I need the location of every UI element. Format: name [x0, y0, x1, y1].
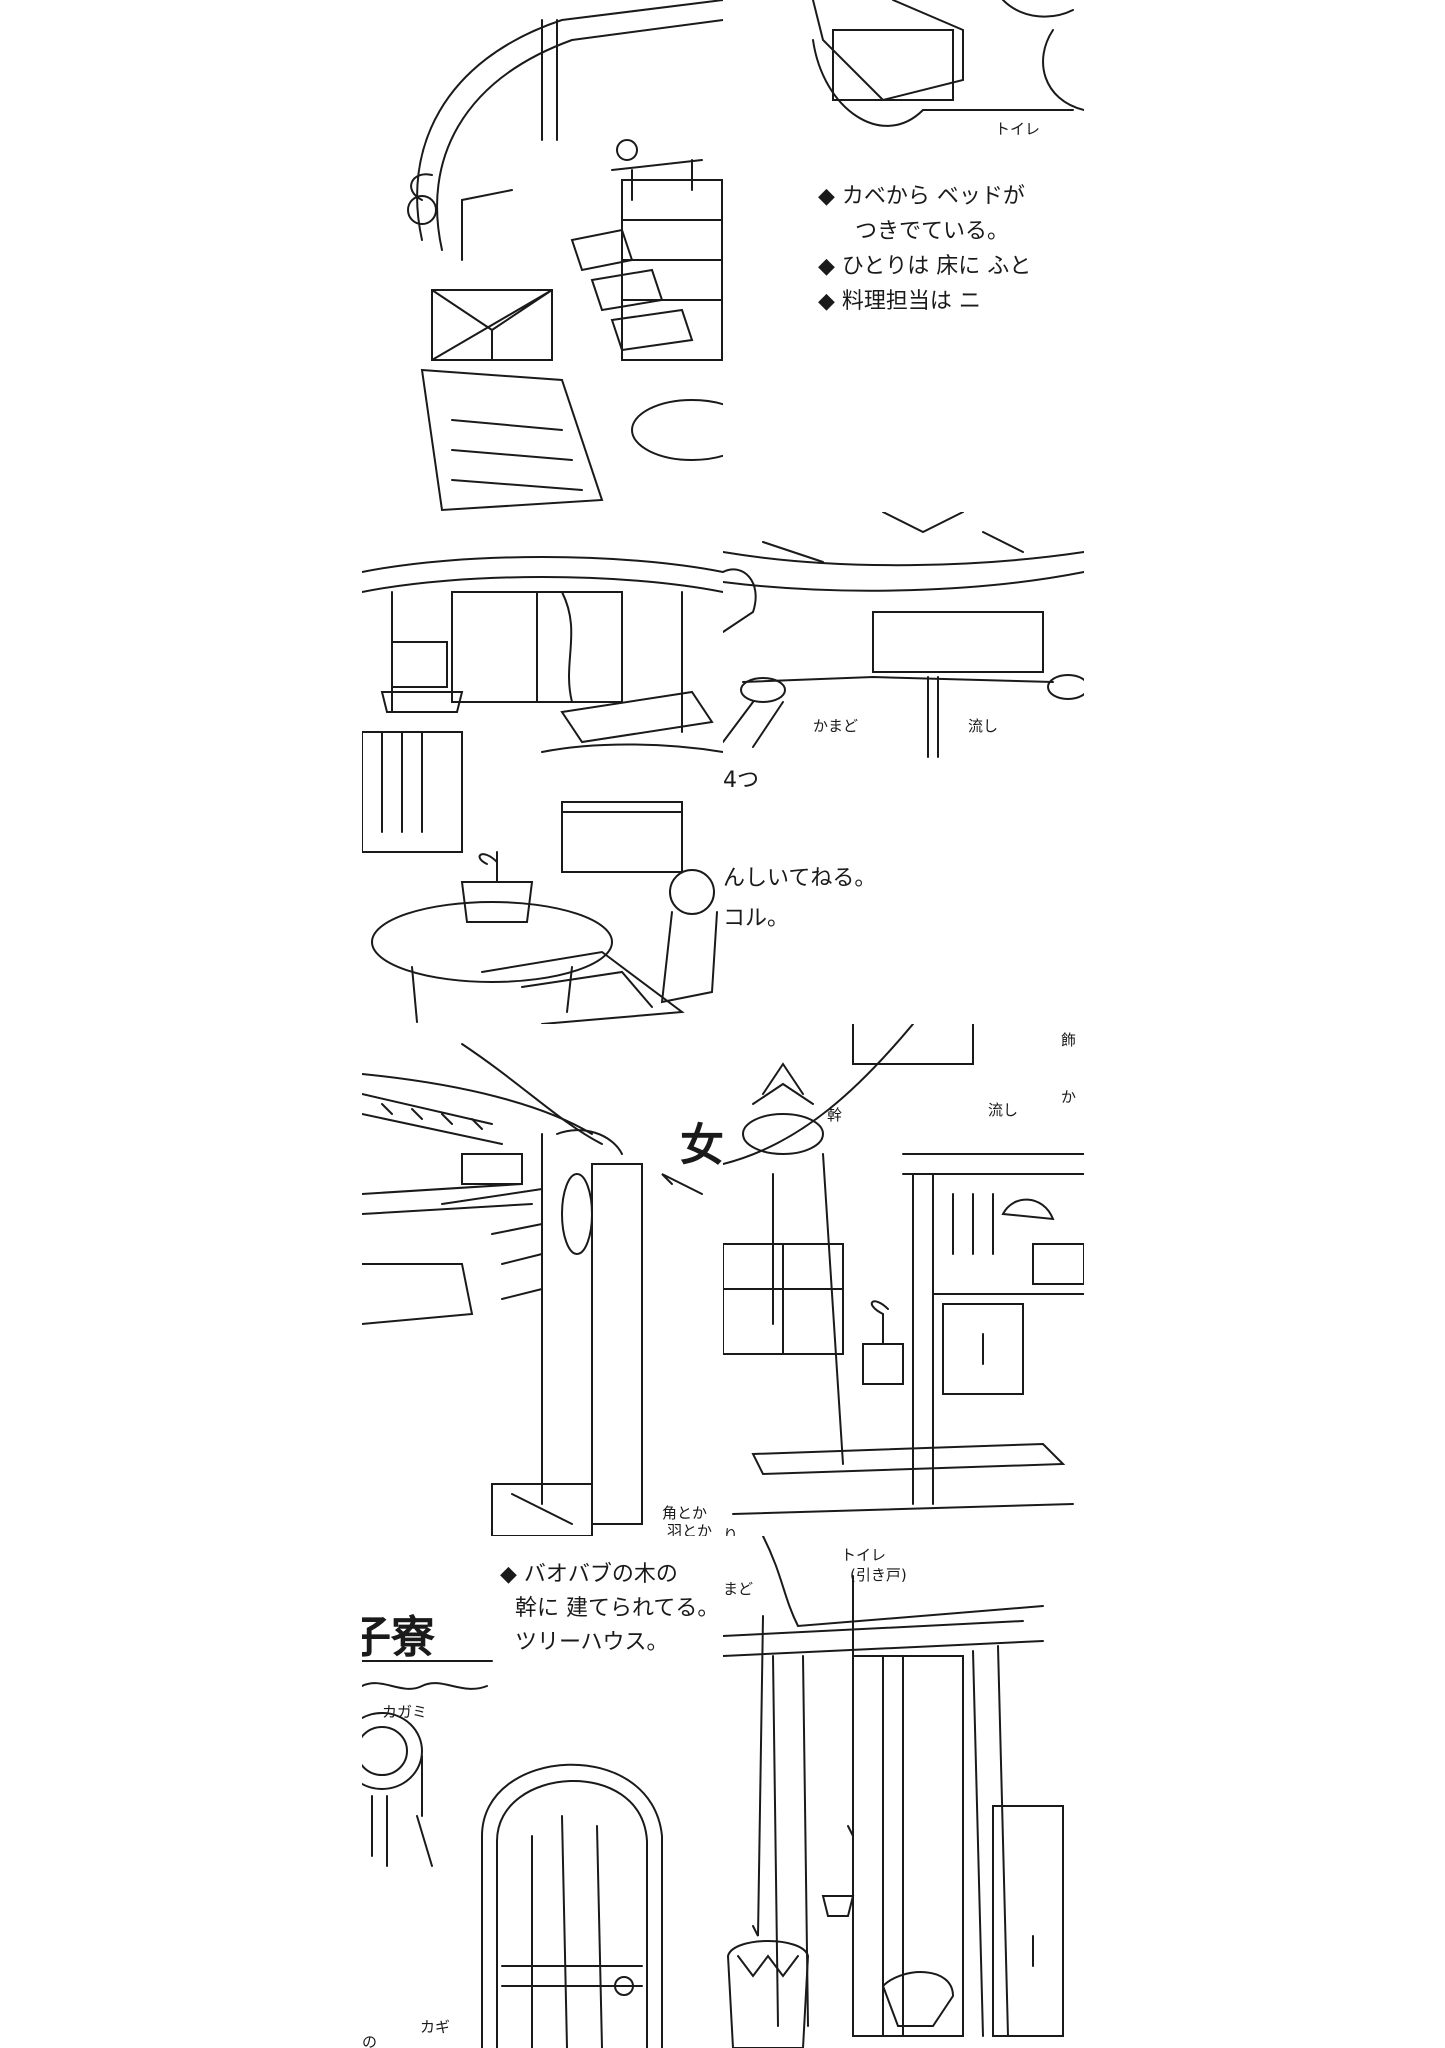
label-stove: かまど	[813, 717, 859, 735]
kitchen-drawing	[723, 1024, 1084, 1515]
note-line: ツリーハウス。	[515, 1630, 669, 1655]
toilet-drawing	[812, 0, 1084, 127]
note-line: つきでている。	[855, 219, 1010, 244]
sketch-notes-toilet: トイレ ◆ カベから ベッドが つきでている。 ◆ ひとりは 床に ふと ◆ 料…	[723, 0, 1084, 512]
note-line: 4つ	[723, 768, 759, 793]
sketch-entrance: ◆ バオバブの木の 幹に 建てられてる。 ツリーハウス。 子寮 カガミ カギ の	[362, 1536, 723, 2048]
sketch-living-room	[362, 512, 723, 1024]
note-line: ◆ カベから ベッドが	[818, 184, 1025, 209]
label-key: カギ	[420, 2018, 451, 2036]
living-room-drawing	[362, 556, 723, 1024]
note-line: ◆ バオバブの木の	[500, 1562, 678, 1587]
label-sink: 流し	[968, 717, 999, 735]
label-no: の	[362, 2033, 378, 2048]
label-toilet: トイレ	[995, 120, 1041, 138]
note-line: コル。	[723, 906, 790, 931]
kitchen-topview-drawing	[723, 512, 1084, 758]
sketch-kitchen-topview: かまど 流し 4つ んしいてねる。 コル。	[723, 512, 1084, 1024]
sketch-bunks-door: 女 角とか 羽とか	[362, 1024, 723, 1536]
label-corner: 角とか	[662, 1504, 708, 1522]
dorm-title: 子寮	[362, 1612, 435, 1663]
bedroom-drawing	[407, 0, 723, 512]
note-line: んしいてねる。	[723, 866, 877, 891]
note-line: ◆ 料理担当は ニ	[818, 289, 981, 314]
sketch-bedroom-bunk	[362, 0, 723, 512]
label-feather: 羽とか	[667, 1522, 713, 1536]
label-mirror: カガミ	[382, 1703, 428, 1721]
bunks-door-drawing	[362, 1043, 703, 1536]
label-toilet: トイレ	[841, 1546, 887, 1564]
label-ri: り	[723, 1526, 739, 1536]
note-line: 幹に 建てられてる。	[515, 1596, 720, 1621]
label-stove: まど	[723, 1580, 754, 1598]
title-fragment: 女	[680, 1120, 723, 1171]
label-ka: か	[1061, 1088, 1077, 1106]
label-trunk: 幹	[827, 1106, 843, 1124]
toilet-area-drawing	[723, 1536, 1064, 2048]
entrance-drawing	[362, 1660, 663, 2048]
label-deco: 飾	[1061, 1031, 1077, 1049]
sketch-kitchen: 幹 流し 飾 か り	[723, 1024, 1084, 1536]
sketch-toilet-area: トイレ (引き戸) まど	[723, 1536, 1084, 2048]
label-sliding-door: (引き戸)	[850, 1566, 907, 1584]
note-line: ◆ ひとりは 床に ふと	[818, 254, 1032, 279]
label-sink: 流し	[988, 1101, 1019, 1119]
